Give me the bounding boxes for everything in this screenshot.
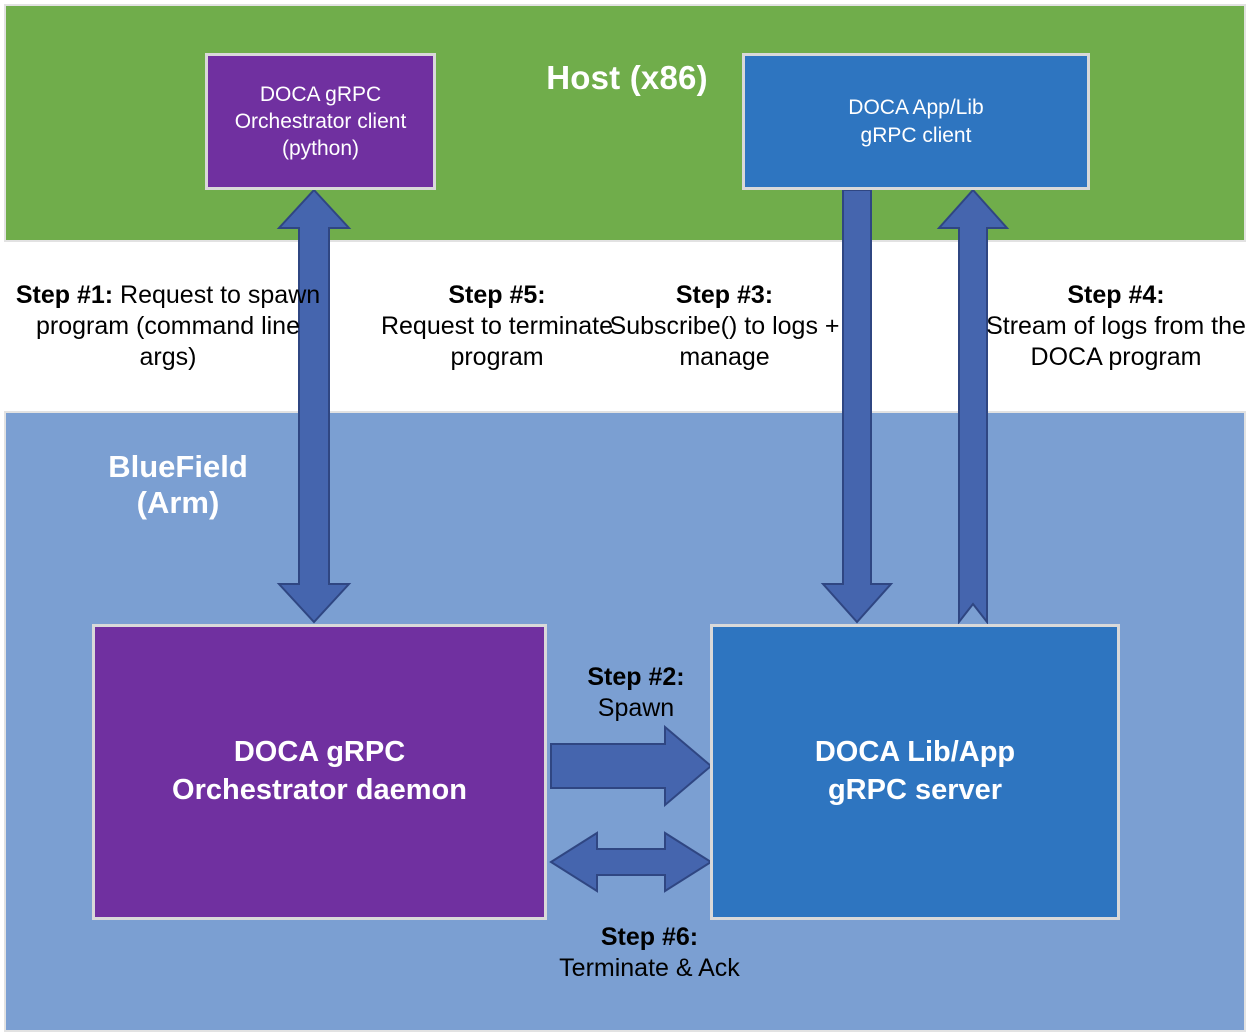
step5-body: Request to terminate program bbox=[380, 312, 614, 371]
step1-label: Step #1: Request to spawn program (comma… bbox=[8, 280, 328, 373]
host-zone-title: Host (x86) bbox=[546, 59, 708, 96]
step6-label: Step #6: Terminate & Ack bbox=[512, 922, 787, 984]
node-doca-grpc-orchestrator-client[interactable]: DOCA gRPC Orchestrator client (python) bbox=[205, 53, 436, 190]
step6-heading: Step #6: bbox=[600, 923, 699, 951]
step2-body: Spawn bbox=[597, 694, 675, 722]
step2-label: Step #2: Spawn bbox=[556, 662, 716, 724]
step4-heading: Step #4: bbox=[1067, 281, 1165, 309]
step3-body: Subscribe() to logs + manage bbox=[609, 312, 840, 371]
step3-heading: Step #3: bbox=[675, 281, 774, 309]
bluefield-zone-title: BlueField (Arm) bbox=[108, 449, 248, 520]
step6-body: Terminate & Ack bbox=[559, 954, 740, 982]
node-doca-grpc-orchestrator-daemon[interactable]: DOCA gRPC Orchestrator daemon bbox=[92, 624, 547, 920]
node-orchestrator-client-label: DOCA gRPC Orchestrator client (python) bbox=[234, 82, 407, 161]
node-app-lib-client-label: DOCA App/Lib gRPC client bbox=[848, 96, 984, 147]
node-doca-lib-app-grpc-server[interactable]: DOCA Lib/App gRPC server bbox=[710, 624, 1120, 920]
step5-heading: Step #5: bbox=[448, 281, 546, 309]
step2-heading: Step #2: bbox=[587, 663, 685, 691]
step4-body: Stream of logs from the DOCA program bbox=[986, 312, 1246, 371]
step1-heading: Step #1: bbox=[15, 281, 114, 309]
step5-label: Step #5: Request to terminate program bbox=[352, 280, 642, 373]
step4-label: Step #4: Stream of logs from the DOCA pr… bbox=[980, 280, 1250, 373]
node-doca-app-lib-grpc-client[interactable]: DOCA App/Lib gRPC client bbox=[742, 53, 1090, 190]
node-grpc-server-label: DOCA Lib/App gRPC server bbox=[814, 736, 1016, 806]
step3-label: Step #3: Subscribe() to logs + manage bbox=[592, 280, 857, 373]
node-orchestrator-daemon-label: DOCA gRPC Orchestrator daemon bbox=[172, 736, 467, 806]
